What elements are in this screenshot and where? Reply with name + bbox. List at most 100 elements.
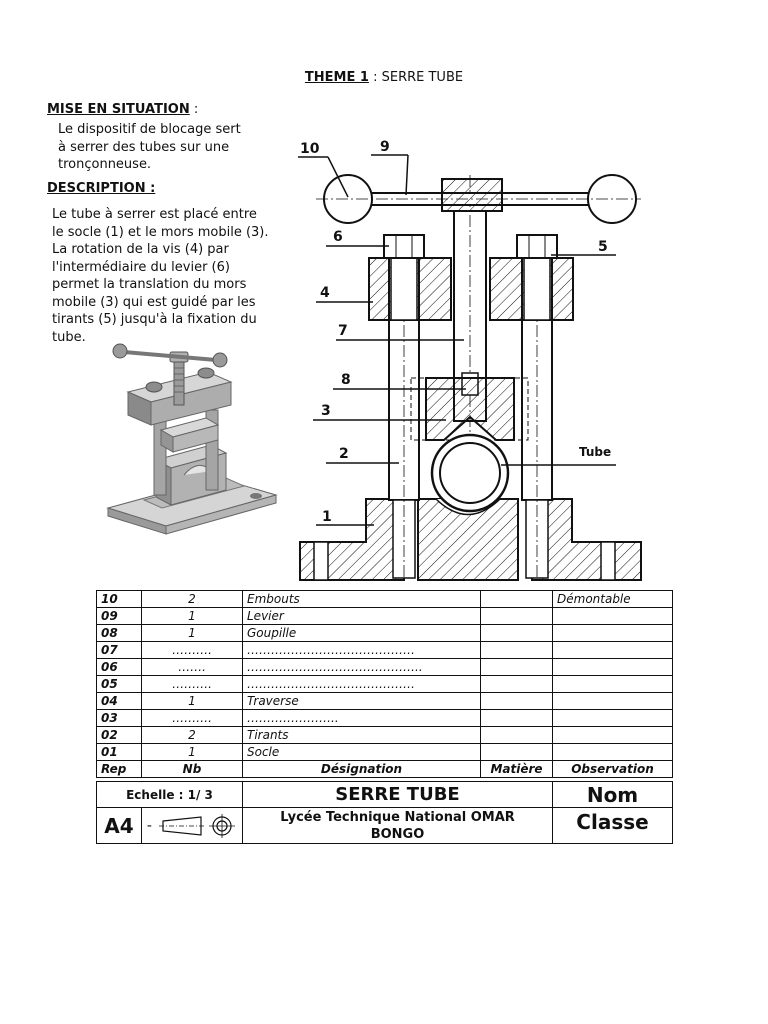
label-8: 8 [341, 372, 351, 388]
levier [316, 174, 641, 224]
header-rep: Rep [96, 760, 142, 778]
table-header-row: Rep Nb Désignation Matière Observation [96, 760, 673, 778]
table-row: 01 1 Socle [96, 743, 673, 761]
nomenclature-table: 10 2 Embouts Démontable 09 1 Levier 08 1… [96, 590, 673, 778]
label-4: 4 [320, 285, 330, 301]
rep-cell: 02 [96, 726, 142, 744]
label-2: 2 [339, 446, 349, 462]
description-line: permet la translation du mors [52, 277, 247, 292]
matiere-cell [480, 658, 553, 676]
description-line: Le tube à serrer est placé entre [52, 207, 257, 222]
situation-line: à serrer des tubes sur une [58, 139, 230, 155]
description-line: tube. [52, 329, 86, 345]
table-row: 02 2 Tirants [96, 726, 673, 744]
table-row: 09 1 Levier [96, 607, 673, 625]
header-observation: Observation [552, 760, 673, 778]
label-10: 10 [300, 141, 320, 157]
situation-heading: MISE EN SITUATION [47, 102, 190, 117]
observation-cell [552, 624, 673, 642]
header-designation: Désignation [242, 760, 481, 778]
table-row: 07 ………. …………………………………… [96, 641, 673, 659]
scale-cell: Echelle : 1/ 3 [96, 781, 243, 808]
school-cell: Lycée Technique National OMAR BONGO [242, 807, 553, 844]
name-label: Nom [552, 781, 673, 808]
designation-cell: Tirants [242, 726, 481, 744]
designation-cell: Traverse [242, 692, 481, 710]
situation-heading-wrap: MISE EN SITUATION : [47, 98, 198, 117]
class-label: Classe [552, 807, 673, 844]
situation-line: tronçonneuse. [58, 157, 152, 172]
rep-cell: 01 [96, 743, 142, 761]
rep-cell: 10 [96, 590, 142, 608]
designation-cell: ………………….. [242, 709, 481, 727]
nb-cell: ………. [141, 641, 243, 659]
designation-cell: Socle [242, 743, 481, 761]
observation-cell: Démontable [552, 590, 673, 608]
nb-cell: 1 [141, 692, 243, 710]
leader-lines [298, 154, 616, 526]
situation-text: Le dispositif de blocage sert à serrer d… [58, 121, 241, 174]
observation-cell [552, 641, 673, 659]
situation-heading-suffix: : [189, 102, 199, 117]
observation-cell [552, 709, 673, 727]
label-7: 7 [338, 323, 348, 339]
drawing-title: SERRE TUBE [242, 781, 553, 808]
3d-view-illustration [106, 343, 278, 535]
matiere-cell [480, 624, 553, 642]
situation-line: Le dispositif de blocage sert [58, 122, 241, 137]
rep-cell: 08 [96, 624, 142, 642]
table-row: 04 1 Traverse [96, 692, 673, 710]
label-9: 9 [380, 139, 390, 155]
description-text: Le tube à serrer est placé entre le socl… [52, 206, 269, 346]
nb-cell: 1 [141, 743, 243, 761]
mors-mobile [410, 377, 529, 441]
observation-cell [552, 675, 673, 693]
rep-cell: 07 [96, 641, 142, 659]
label-6: 6 [333, 229, 343, 245]
matiere-cell [480, 692, 553, 710]
observation-cell [552, 607, 673, 625]
description-line: tirants (5) jusqu'à la fixation du [52, 312, 257, 327]
matiere-cell [480, 607, 553, 625]
school-line: BONGO [370, 826, 425, 842]
rep-cell: 09 [96, 607, 142, 625]
rep-cell: 05 [96, 675, 142, 693]
nb-cell: 1 [141, 624, 243, 642]
header-nb: Nb [141, 760, 243, 778]
label-tube: Tube [579, 445, 611, 459]
theme-title: SERRE TUBE [381, 70, 464, 85]
description-line: l'intermédiaire du levier (6) [52, 259, 230, 275]
designation-cell: Embouts [242, 590, 481, 608]
observation-cell [552, 692, 673, 710]
nb-cell: 2 [141, 726, 243, 744]
technical-drawing: 10 9 6 5 4 7 8 3 2 Tube 1 [298, 139, 642, 581]
title-block: Echelle : 1/ 3 SERRE TUBE Nom A4 - Lycée… [96, 781, 673, 844]
theme-label: THEME 1 [304, 70, 369, 85]
designation-cell: …………………………………… [242, 641, 481, 659]
traverse [368, 257, 574, 321]
matiere-cell [480, 675, 553, 693]
part-labels: 10 9 6 5 4 7 8 3 2 Tube 1 [300, 139, 611, 525]
rep-cell: 06 [96, 658, 142, 676]
school-line: Lycée Technique National OMAR [280, 809, 515, 825]
description-heading: DESCRIPTION : [47, 181, 156, 196]
nb-cell: 2 [141, 590, 243, 608]
table-row: 10 2 Embouts Démontable [96, 590, 673, 608]
description-line: mobile (3) qui est guidé par les [52, 294, 256, 310]
label-5: 5 [598, 239, 608, 255]
matiere-cell [480, 726, 553, 744]
matiere-cell [480, 743, 553, 761]
format-cell: A4 [96, 807, 142, 844]
nb-cell: ………. [141, 709, 243, 727]
matiere-cell [480, 641, 553, 659]
table-row: 05 ………. …………………………………… [96, 675, 673, 693]
socle-base [299, 498, 642, 581]
observation-cell [552, 658, 673, 676]
description-line: le socle (1) et le mors mobile (3). [52, 224, 269, 240]
page-title: THEME 1 : SERRE TUBE [0, 70, 768, 85]
designation-cell: …………………………………… [242, 675, 481, 693]
label-3: 3 [321, 403, 331, 419]
designation-cell: Levier [242, 607, 481, 625]
observation-cell [552, 726, 673, 744]
nb-cell: 1 [141, 607, 243, 625]
